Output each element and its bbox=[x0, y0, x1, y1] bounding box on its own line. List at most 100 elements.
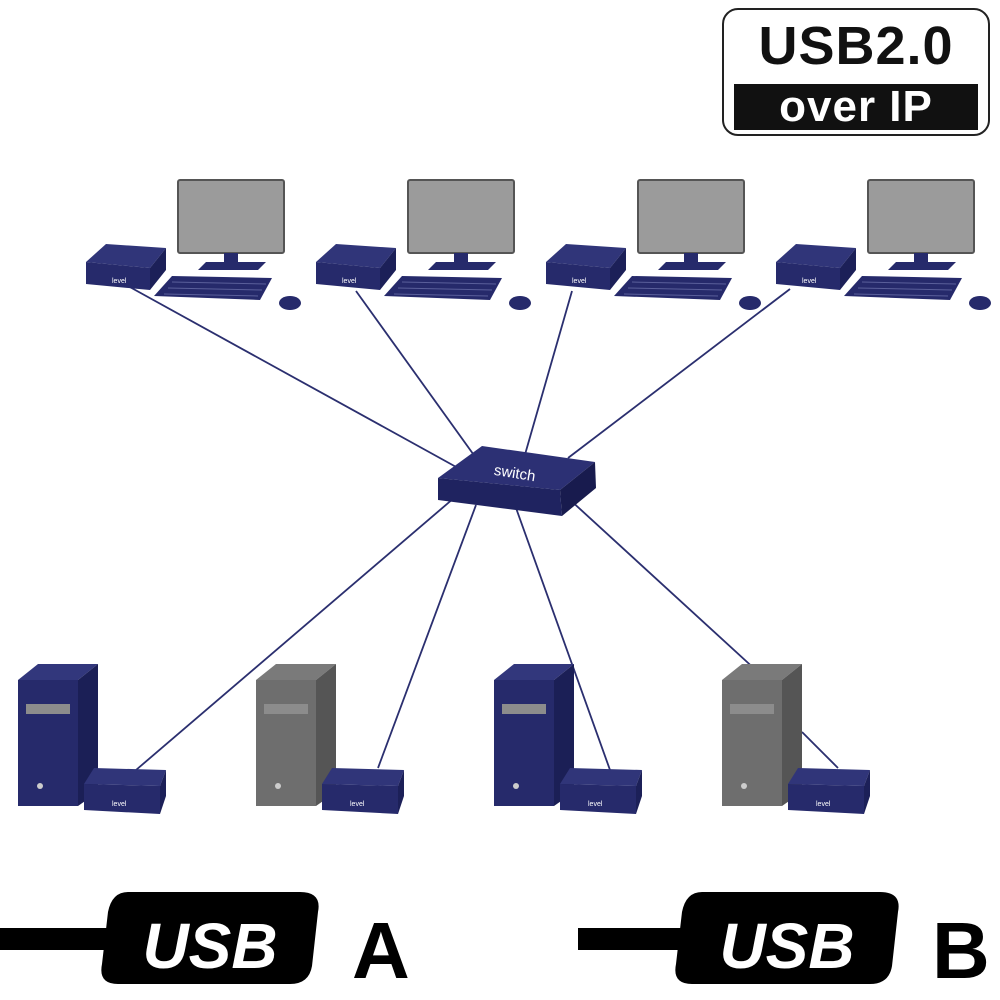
keyboard-key-row bbox=[167, 287, 263, 291]
keyboard-key-row bbox=[631, 281, 727, 285]
cable-host3 bbox=[515, 507, 611, 771]
cable-ws4 bbox=[567, 288, 791, 459]
keyboard-key-row bbox=[623, 293, 719, 297]
local-device-label: level bbox=[816, 801, 831, 808]
remote-device-label: level bbox=[112, 278, 127, 285]
monitor-stand bbox=[684, 253, 698, 263]
local-device-top bbox=[322, 768, 404, 786]
cable-host4-link bbox=[801, 731, 839, 769]
switch-label: switch bbox=[493, 462, 537, 485]
remote-device-label: level bbox=[342, 278, 357, 285]
local-device-top bbox=[560, 768, 642, 786]
drive-bay bbox=[502, 704, 546, 714]
cable-ws2 bbox=[355, 290, 477, 459]
local-device-label: level bbox=[350, 801, 365, 808]
monitor-icon bbox=[867, 179, 975, 254]
remote-device-icon bbox=[776, 262, 840, 290]
keyboard-key-row bbox=[163, 293, 259, 297]
drive-bay bbox=[730, 704, 774, 714]
pc-tower-icon bbox=[256, 680, 316, 806]
local-device-icon bbox=[788, 784, 864, 814]
power-button-icon bbox=[275, 783, 281, 789]
keyboard-key-row bbox=[627, 287, 723, 291]
remote-device-label: level bbox=[572, 278, 587, 285]
monitor-base bbox=[888, 262, 956, 270]
local-device-icon bbox=[560, 784, 636, 814]
badge-title: USB2.0 bbox=[758, 16, 954, 76]
pc-tower-icon bbox=[18, 680, 78, 806]
local-device-label: level bbox=[112, 801, 127, 808]
monitor-stand bbox=[454, 253, 468, 263]
usb-over-ip-badge: USB2.0 over IP bbox=[722, 8, 990, 136]
host-4: level bbox=[722, 664, 870, 814]
cable-ws1 bbox=[127, 285, 459, 469]
remote-device-side bbox=[610, 248, 626, 290]
connection-lines bbox=[127, 285, 839, 771]
remote-device-side bbox=[150, 248, 166, 290]
local-device-side bbox=[636, 770, 642, 814]
remote-device-icon bbox=[86, 262, 150, 290]
local-device-icon bbox=[84, 784, 160, 814]
mouse-icon bbox=[279, 296, 301, 310]
usb-a-legend: USB A bbox=[0, 892, 410, 995]
host-2: level bbox=[256, 664, 404, 814]
remote-device-top bbox=[546, 244, 626, 268]
pc-tower-top bbox=[494, 664, 574, 680]
pc-tower-icon bbox=[722, 680, 782, 806]
workstations: level level level level bbox=[86, 179, 991, 310]
local-device-icon bbox=[322, 784, 398, 814]
power-button-icon bbox=[741, 783, 747, 789]
usb-b-plug-icon bbox=[675, 892, 899, 984]
monitor-base bbox=[428, 262, 496, 270]
keyboard-key-row bbox=[393, 293, 489, 297]
power-button-icon bbox=[513, 783, 519, 789]
keyboard-key-row bbox=[853, 293, 949, 297]
usb-b-text: USB bbox=[719, 910, 854, 982]
mouse-icon bbox=[739, 296, 761, 310]
usb-a-suffix: A bbox=[352, 906, 410, 995]
host-1: level bbox=[18, 664, 166, 814]
mouse-icon bbox=[969, 296, 991, 310]
local-device-top bbox=[788, 768, 870, 786]
keyboard-key-row bbox=[397, 287, 493, 291]
host-computers: level level level level bbox=[18, 664, 870, 814]
keyboard-key-row bbox=[401, 281, 497, 285]
remote-device-label: level bbox=[802, 278, 817, 285]
power-button-icon bbox=[37, 783, 43, 789]
remote-device-top bbox=[776, 244, 856, 268]
workstation: level bbox=[776, 179, 991, 310]
workstation: level bbox=[316, 179, 531, 310]
monitor-icon bbox=[407, 179, 515, 254]
cable-ws3 bbox=[523, 290, 573, 459]
remote-device-side bbox=[380, 248, 396, 290]
keyboard-key-row bbox=[861, 281, 957, 285]
cable-host1 bbox=[135, 497, 455, 771]
keyboard-key-row bbox=[857, 287, 953, 291]
workstation: level bbox=[86, 179, 301, 310]
pc-tower-icon bbox=[494, 680, 554, 806]
workstation: level bbox=[546, 179, 761, 310]
remote-device-top bbox=[316, 244, 396, 268]
cable-host4 bbox=[567, 497, 759, 673]
keyboard-key-row bbox=[171, 281, 267, 285]
pc-tower-top bbox=[722, 664, 802, 680]
usb-a-plug-icon bbox=[101, 892, 319, 984]
drive-bay bbox=[264, 704, 308, 714]
remote-device-icon bbox=[546, 262, 610, 290]
monitor-icon bbox=[177, 179, 285, 254]
cable-host2 bbox=[377, 504, 477, 769]
local-device-top bbox=[84, 768, 166, 786]
pc-tower-top bbox=[18, 664, 98, 680]
drive-bay bbox=[26, 704, 70, 714]
remote-device-side bbox=[840, 248, 856, 290]
usb-b-legend: USB B bbox=[578, 892, 990, 995]
local-device-side bbox=[398, 770, 404, 814]
host-3: level bbox=[494, 664, 642, 814]
pc-tower-top bbox=[256, 664, 336, 680]
monitor-base bbox=[658, 262, 726, 270]
usb-b-suffix: B bbox=[932, 906, 990, 995]
local-device-side bbox=[864, 770, 870, 814]
remote-device-top bbox=[86, 244, 166, 268]
